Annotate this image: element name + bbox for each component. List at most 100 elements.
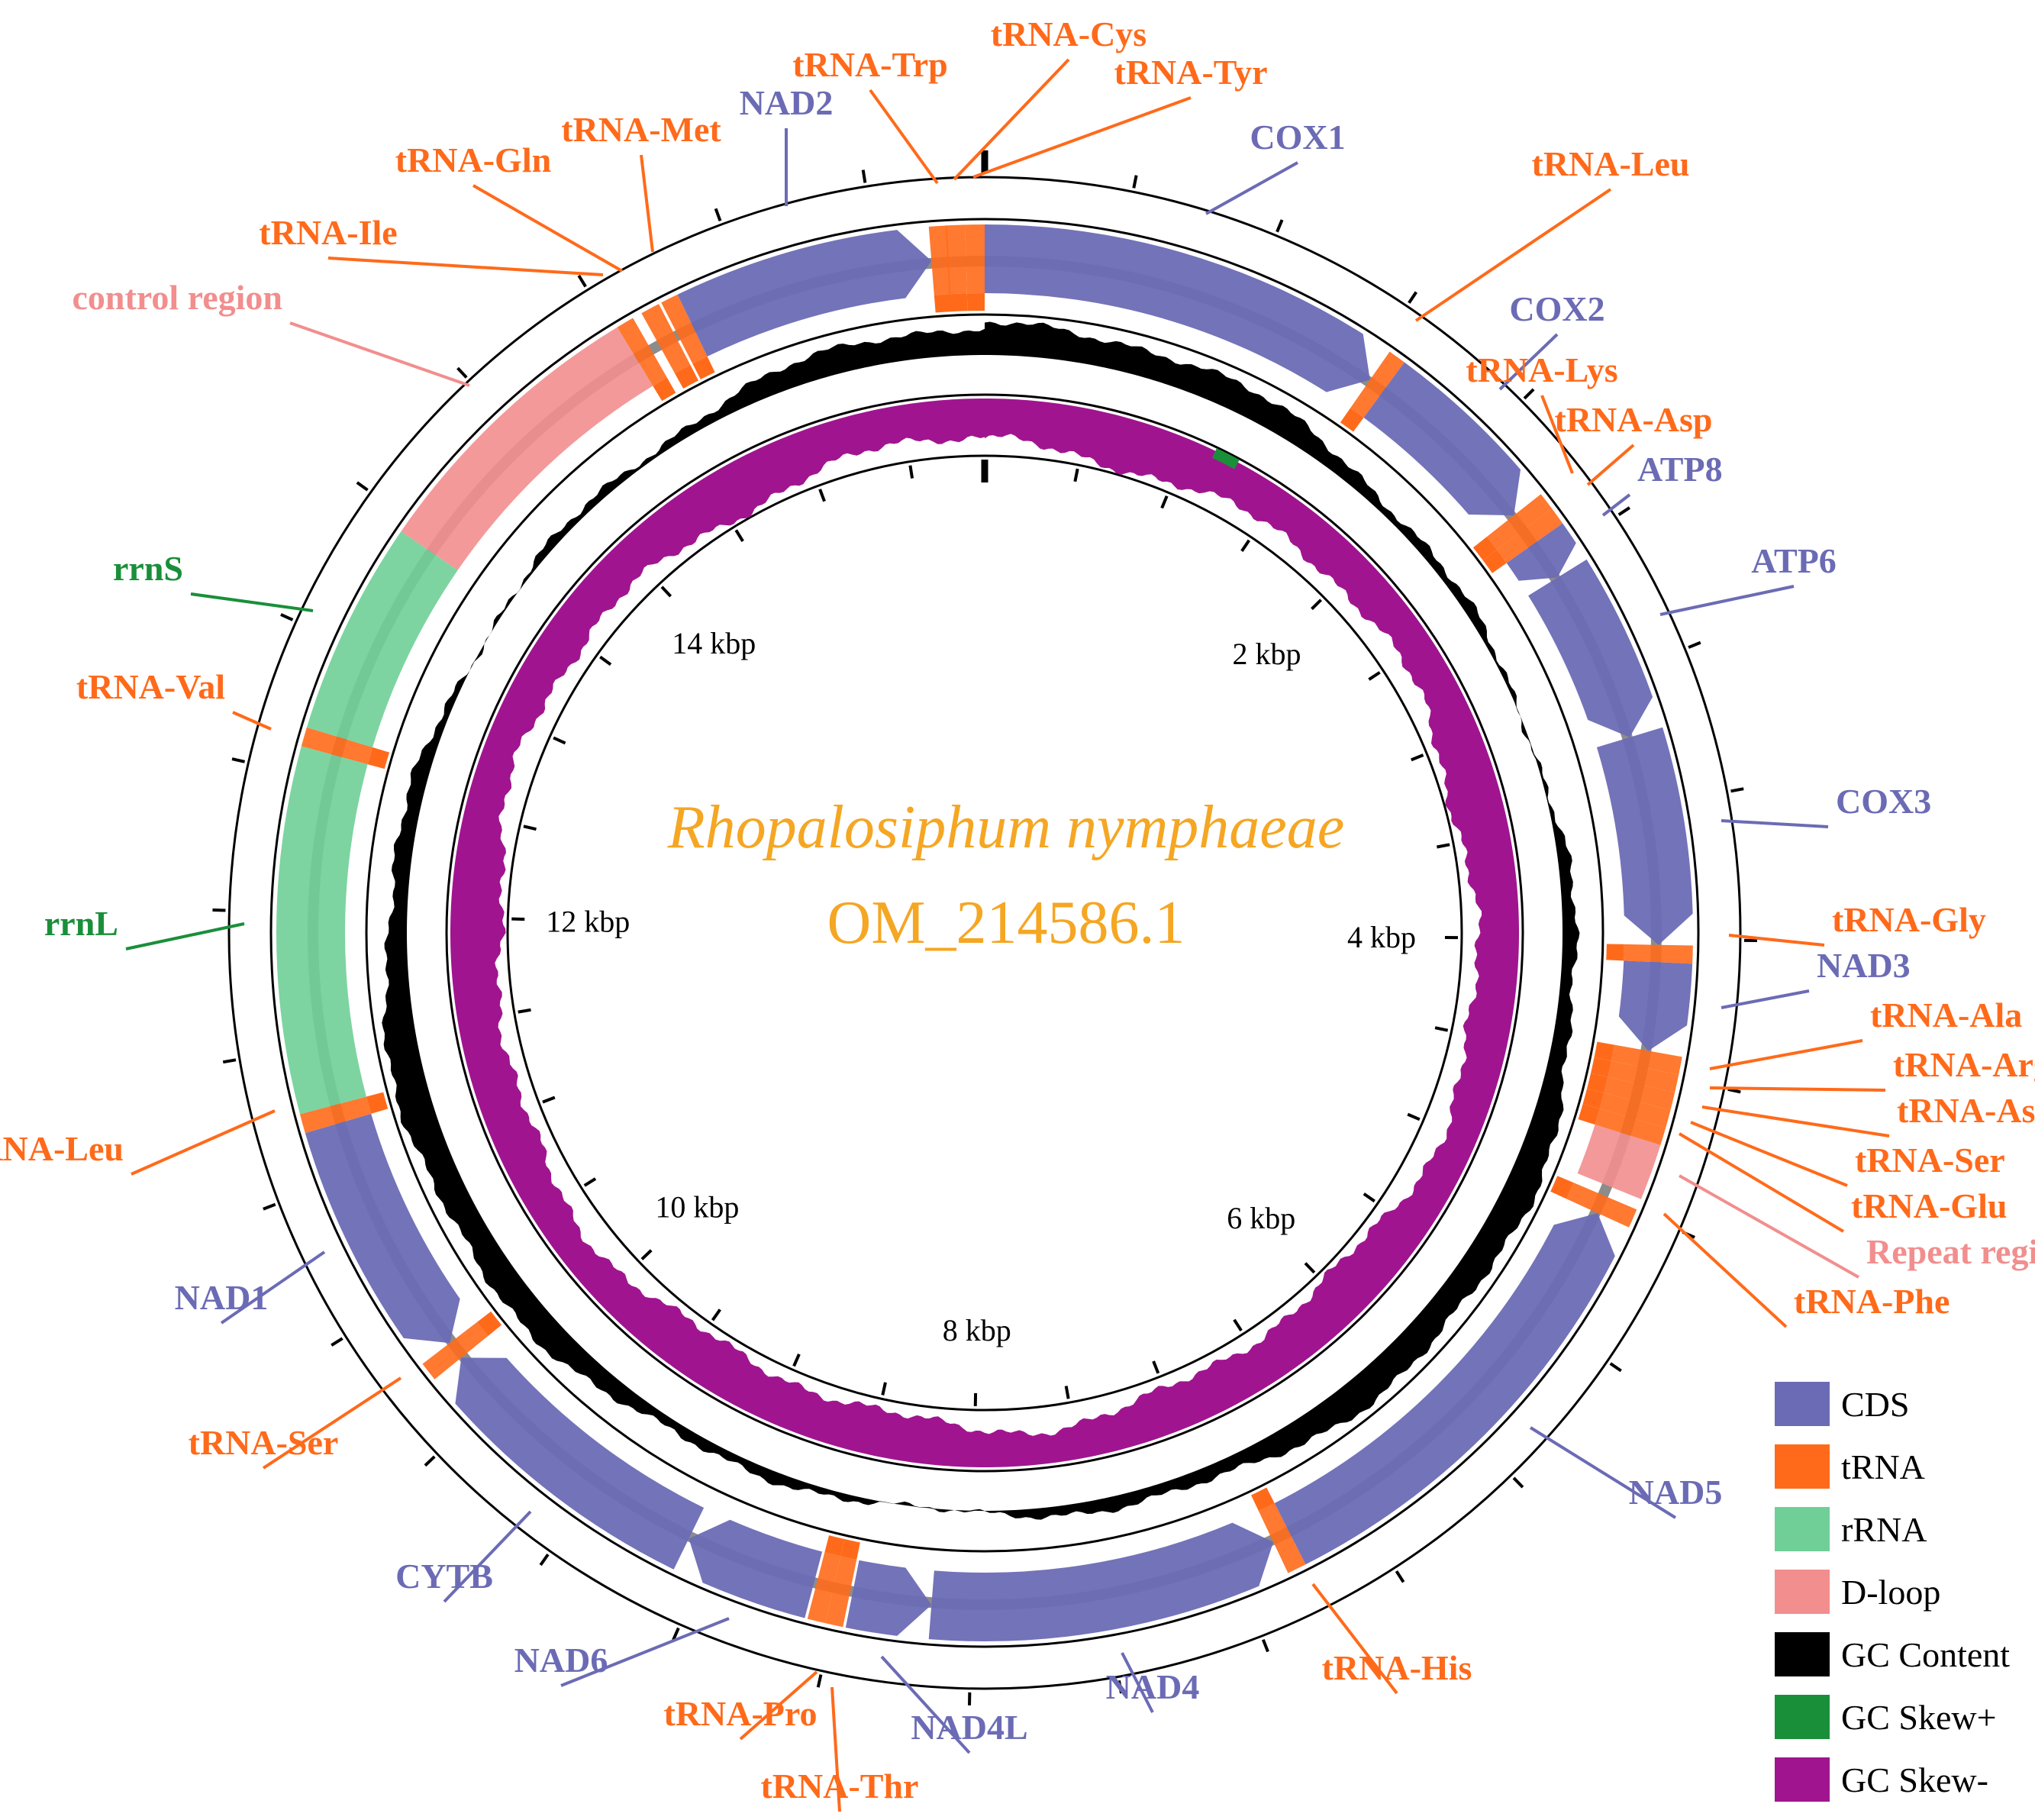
leader-line [870,90,937,183]
outer-tick [1619,508,1630,515]
leader-line [131,1111,275,1174]
leader-line [1660,586,1794,615]
label-trna-gln: tRNA-Gln [395,140,551,179]
leader-line [1721,821,1828,827]
leader-line [1702,1107,1889,1136]
label-nad2: NAD2 [740,83,834,122]
outer-tick [716,208,721,221]
label-trna-thr: tRNA-Thr [761,1767,919,1805]
leader-line [1729,935,1824,945]
label-trna-tyr: tRNA-Tyr [1114,53,1268,92]
label-trna-lys: tRNA-Lys [1466,350,1617,389]
label-trna-gly: tRNA-Gly [1832,900,1986,939]
outer-tick [223,1060,236,1062]
feature-nad3 [1619,960,1692,1050]
label-cox1: COX1 [1250,118,1345,157]
label-atp8: ATP8 [1637,450,1723,489]
feature-trna-tyr [965,224,985,293]
inner-tick [1075,469,1077,482]
scale-label: 14 kbp [672,626,756,660]
outer-tick [1524,389,1534,399]
inner-tick [1234,1320,1241,1331]
inner-tick [1369,673,1379,679]
feature-cox3 [1597,728,1693,945]
legend-swatch [1775,1570,1830,1614]
outer-tick [863,170,866,183]
label-control-region: control region [72,278,282,317]
feature-atp6 [1528,560,1653,737]
inner-tick [1153,1361,1158,1373]
scale-label: 6 kbp [1227,1201,1295,1235]
inner-tick [1311,600,1321,609]
inner-tick [553,737,565,743]
feature-rrns [307,531,458,747]
inner-tick [713,1309,721,1320]
feature-trna-inner [950,293,968,311]
outer-tick [1731,789,1744,791]
legend-swatch [1775,1382,1830,1426]
inner-tick [1066,1386,1069,1399]
inner-tick [511,919,524,920]
inner-tick [1408,1115,1420,1120]
legend-label: tRNA [1841,1447,1925,1486]
feature-trna-inner [1606,944,1624,960]
label-repeat-region: Repeat region [1866,1232,2035,1271]
inner-tick [910,466,912,479]
label-nad1: NAD1 [175,1278,269,1317]
feature-nad4l [846,1560,931,1636]
scale-label: 2 kbp [1233,637,1301,671]
label-trna-leu: tRNA-Leu [1532,144,1690,183]
label-trna-ser: tRNA-Ser [1855,1141,2005,1179]
leader-line [473,186,622,271]
feature-trna-inner [934,294,952,312]
feature-trna-gly [1624,944,1693,963]
label-trna-glu: tRNA-Glu [1851,1186,2007,1225]
scale-label: 8 kbp [943,1313,1011,1347]
outer-tick [425,1457,434,1466]
leader-line [328,258,603,275]
legend-swatch [1775,1757,1830,1802]
outer-tick [1134,176,1136,189]
inner-tick [1162,496,1167,508]
leader-line [1664,1214,1786,1327]
leader-line [1721,991,1809,1008]
label-trna-pro: tRNA-Pro [664,1694,818,1733]
label-rrns: rrnS [113,549,183,588]
label-trna-his: tRNA-His [1322,1648,1472,1687]
label-nad4: NAD4 [1106,1667,1200,1706]
label-cytb: CYTB [395,1557,493,1596]
outer-tick [1263,1640,1268,1652]
outer-tick [1277,220,1282,232]
outer-tick [281,615,292,620]
outer-tick [1611,1363,1621,1371]
outer-tick [1409,292,1416,303]
inner-tick [543,1098,555,1102]
leader-line [954,60,1069,179]
leader-line [233,712,271,729]
inner-tick [1305,1263,1314,1273]
scale-label: 12 kbp [546,905,630,939]
label-trna-ile: tRNA-Ile [259,213,397,252]
label-cox3: COX3 [1836,782,1931,821]
outer-tick [540,1554,548,1565]
inner-tick [882,1383,885,1396]
leader-line [1679,1134,1843,1231]
label-trna-ala: tRNA-Ala [1870,996,2022,1034]
feature-nad6 [689,1520,822,1618]
outer-tick [357,482,368,490]
label-trna-asp: tRNA-Asp [1555,400,1713,439]
inner-tick [794,1354,799,1367]
legend-label: CDS [1841,1385,1909,1424]
label-trna-trp: tRNA-Trp [792,45,948,84]
outer-tick [1396,1571,1403,1582]
label-nad4l: NAD4L [911,1708,1027,1747]
leader-line [290,323,469,386]
outer-tick [458,368,467,377]
outer-tick [1514,1478,1523,1487]
outer-tick [579,276,585,286]
leader-line [1679,1176,1859,1277]
leader-line [126,924,244,949]
leader-line [1206,163,1298,214]
